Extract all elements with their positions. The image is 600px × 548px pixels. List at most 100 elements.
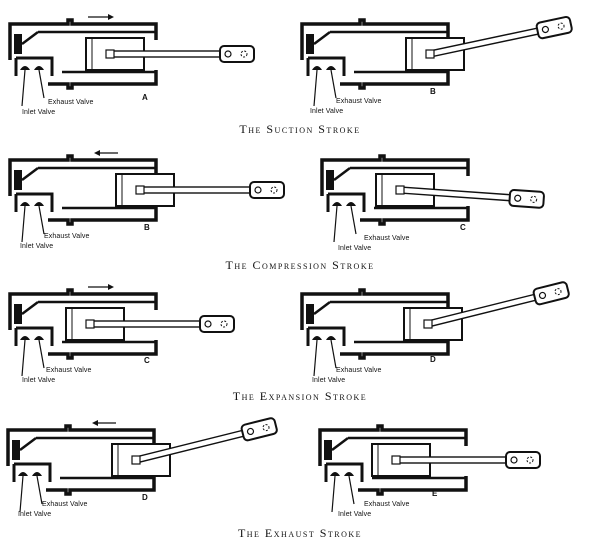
crank-block: [505, 451, 541, 469]
connecting-rod: [395, 456, 515, 464]
exhaust-valve-label: Exhaust Valve: [336, 98, 382, 105]
arrow-head: [108, 14, 114, 20]
inlet-valve-stem: [21, 69, 26, 107]
engine-drawing: [320, 154, 545, 243]
crank-pin: [224, 50, 232, 58]
compression-diagram-c: Exhaust Valve Inlet Valve C: [320, 150, 580, 252]
cylinder-head: [324, 440, 332, 460]
crankshaft-center: [526, 456, 534, 464]
wrist-pin: [423, 319, 433, 329]
inlet-valve-stem: [313, 339, 318, 377]
cylinder-body: [300, 288, 450, 360]
valve-chamber: [326, 192, 366, 212]
cylinder-head: [326, 170, 334, 190]
suction-diagram-b: Exhaust Valve Inlet Valve B: [300, 14, 573, 115]
exhaust-valve-label: Exhaust Valve: [48, 99, 94, 106]
diagram-letter: B: [144, 223, 150, 232]
engine-drawing: [300, 15, 573, 107]
cylinder-body: [6, 424, 156, 496]
valve-chamber: [14, 56, 54, 76]
crank-block: [532, 281, 570, 306]
valve-chamber: [324, 462, 364, 482]
inlet-valve-head: [18, 472, 28, 476]
cylinder-head: [306, 304, 314, 324]
inlet-valve-label: Inlet Valve: [338, 245, 372, 252]
exhaust-valve-stem: [36, 475, 43, 505]
crank-pin: [538, 291, 547, 300]
exhaust-valve-head: [34, 202, 44, 206]
inlet-valve-label: Inlet Valve: [22, 377, 56, 384]
exhaust-valve-stem: [350, 205, 357, 235]
exhaust-valve-stem: [348, 475, 355, 505]
exhaust-diagram-e: Exhaust Valve Inlet Valve E: [318, 420, 578, 520]
cylinder-body: [320, 154, 470, 226]
expansion-stroke-caption: The Expansion Stroke: [232, 389, 368, 403]
inlet-valve-stem: [21, 339, 26, 377]
engine-drawing: [8, 14, 255, 107]
exhaust-valve-head: [326, 66, 336, 70]
crank-block: [535, 15, 573, 40]
inlet-valve-stem: [19, 475, 24, 513]
exhaust-valve-label: Exhaust Valve: [44, 233, 90, 240]
cylinder-body: [8, 18, 158, 90]
exhaust-valve-label: Exhaust Valve: [42, 501, 88, 508]
connecting-rod: [109, 50, 229, 58]
connecting-rod-assembly: [134, 417, 278, 464]
inlet-valve-stem: [21, 205, 26, 243]
cylinder-body: [8, 288, 158, 360]
crankshaft-center: [240, 50, 248, 58]
crankshaft-center: [270, 186, 278, 194]
exhaust-stroke-caption: The Exhaust Stroke: [237, 526, 363, 540]
exhaust-valve-stem: [330, 339, 337, 369]
inlet-valve-head: [312, 336, 322, 340]
wrist-pin: [85, 319, 95, 329]
inlet-valve-label: Inlet Valve: [310, 108, 344, 115]
exhaust-valve-head: [346, 202, 356, 206]
suction-diagram-a: Exhaust Valve Inlet Valve A: [8, 14, 268, 116]
valve-chamber: [14, 326, 54, 346]
crank-block: [240, 417, 278, 442]
cylinder-head: [12, 440, 20, 460]
diagram-letter: B: [430, 87, 436, 96]
wrist-pin: [135, 185, 145, 195]
crank-block: [508, 188, 545, 209]
exhaust-valve-stem: [38, 339, 45, 369]
crank-pin: [254, 186, 262, 194]
connecting-rod-assembly: [139, 181, 285, 199]
crankshaft-center: [554, 288, 562, 296]
crank-block: [199, 315, 235, 333]
cylinder-bore: [313, 30, 448, 74]
exhaust-valve-head: [34, 336, 44, 340]
valve-chamber: [306, 56, 346, 76]
exhaust-valve-head: [326, 336, 336, 340]
inlet-valve-head: [20, 336, 30, 340]
cylinder-bore: [19, 436, 154, 480]
wrist-pin: [425, 49, 435, 59]
cylinder-bore: [21, 300, 156, 344]
inlet-valve-head: [312, 66, 322, 70]
exhaust-valve-stem: [330, 69, 337, 99]
inlet-valve-head: [20, 66, 30, 70]
crankshaft-center: [557, 22, 565, 30]
crankshaft-center: [530, 195, 538, 203]
crank-pin: [246, 427, 255, 436]
exhaust-valve-head: [34, 66, 44, 70]
crank-pin: [204, 320, 212, 328]
valve-chamber: [306, 326, 346, 346]
diagram-letter: D: [430, 355, 436, 364]
crank-pin: [514, 194, 522, 202]
exhaust-valve-label: Exhaust Valve: [336, 367, 382, 374]
diagram-letter: A: [142, 93, 148, 102]
wrist-pin: [131, 455, 141, 465]
inlet-valve-label: Inlet Valve: [312, 377, 346, 384]
inlet-valve-label: Inlet Valve: [18, 511, 52, 518]
cylinder-bore: [21, 30, 156, 74]
crank-pin: [541, 25, 550, 34]
exhaust-valve-label: Exhaust Valve: [364, 501, 410, 508]
diagram-letter: C: [460, 223, 466, 232]
inlet-valve-head: [20, 202, 30, 206]
engine-drawing: [8, 284, 235, 377]
inlet-valve-head: [332, 202, 342, 206]
connecting-rod-assembly: [399, 186, 545, 209]
valve-chamber: [12, 462, 52, 482]
